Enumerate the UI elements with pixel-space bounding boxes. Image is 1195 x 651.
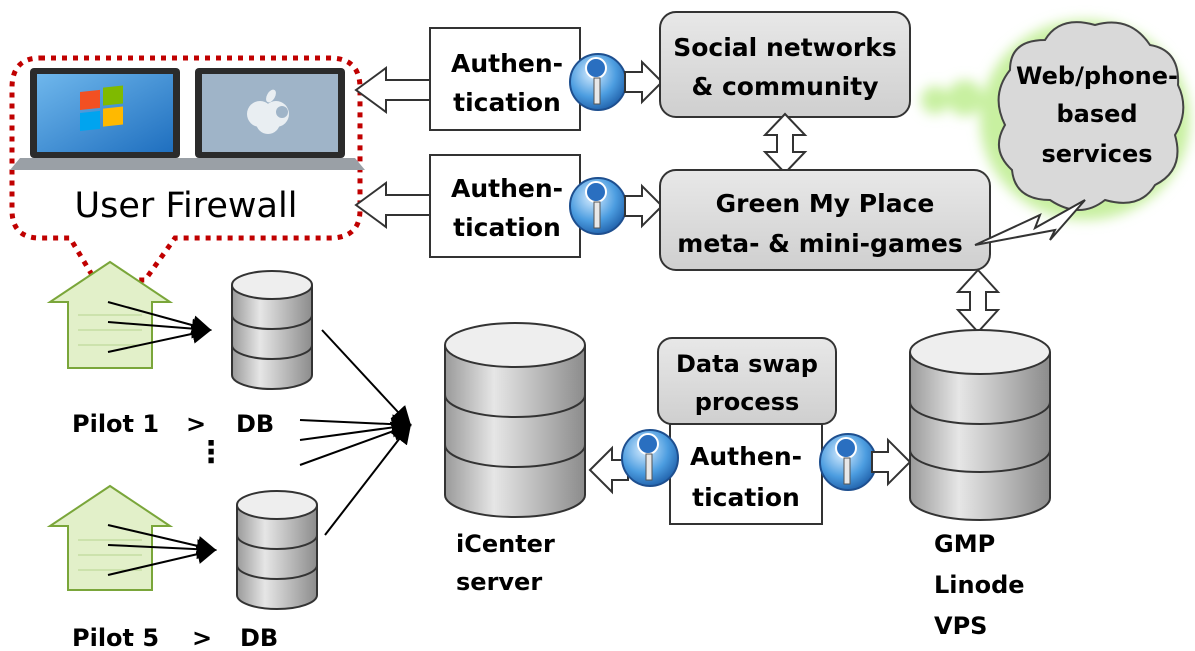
icenter-line1: iCenter xyxy=(456,530,555,558)
auth-top-line1: Authen- xyxy=(451,49,563,78)
auth-box-bottom: Authen- tication xyxy=(669,423,823,525)
auth-gmp-arrow xyxy=(624,183,664,229)
database-icon xyxy=(909,329,1051,521)
social-line1: Social networks xyxy=(673,33,897,62)
gmp-server-arrow xyxy=(955,268,1001,334)
lightning-icon xyxy=(974,199,1086,246)
icenter-line2: server xyxy=(456,568,542,596)
pilot-ellipsis: ⋮ xyxy=(196,435,226,470)
firewall-border xyxy=(9,55,363,283)
cloud-icon: Web/phone- based services xyxy=(921,20,1190,220)
gmp-games-box: Green My Place meta- & mini-games xyxy=(659,169,991,271)
key-lock-icon xyxy=(819,433,877,491)
auth-gmpserver-arrow xyxy=(871,437,912,487)
house-icon xyxy=(46,484,174,591)
pilot1-lines xyxy=(107,301,212,353)
gmp-games-line2: meta- & mini-games xyxy=(677,229,962,258)
pilot-to-icenter-lines xyxy=(299,329,412,536)
windows-laptop-icon xyxy=(10,68,200,170)
gmp-games-line1: Green My Place xyxy=(716,189,935,218)
cloud-line2: based xyxy=(1056,100,1137,128)
key-lock-icon xyxy=(621,429,679,487)
pilot1-arrow: > xyxy=(186,410,206,438)
social-networks-box: Social networks & community xyxy=(659,11,911,118)
auth-box-mid: Authen- tication xyxy=(429,154,581,258)
key-lock-icon xyxy=(569,53,627,111)
data-swap-box: Data swap process xyxy=(657,337,837,425)
pilot1-db: DB xyxy=(236,410,274,438)
pilot5-name: Pilot 5 xyxy=(72,624,159,651)
data-swap-line2: process xyxy=(695,388,800,416)
auth-mid-line1: Authen- xyxy=(451,174,563,203)
cloud-line3: services xyxy=(1041,140,1152,168)
auth-box-top: Authen- tication xyxy=(429,27,581,131)
database-icon xyxy=(444,322,586,518)
firewall-label: User Firewall xyxy=(75,186,298,226)
gmp-server-label: GMP Linode VPS xyxy=(934,530,1025,640)
user-firewall-group: User Firewall xyxy=(9,55,365,283)
data-swap-line1: Data swap xyxy=(676,350,818,378)
pilot1-name: Pilot 1 xyxy=(72,410,159,438)
social-gmp-arrow xyxy=(762,112,808,175)
auth-bottom-line1: Authen- xyxy=(690,442,802,471)
gmp-server-line3: VPS xyxy=(934,612,987,640)
auth-social-arrow xyxy=(624,59,664,105)
icenter-label: iCenter server xyxy=(456,530,555,596)
pilot5-db: DB xyxy=(240,624,278,651)
auth-bottom-line2: tication xyxy=(692,483,800,512)
gmp-server-line1: GMP xyxy=(934,530,995,558)
auth-mid-line2: tication xyxy=(453,213,561,242)
key-lock-icon xyxy=(569,177,627,235)
pilot5-arrow: > xyxy=(192,624,212,651)
auth-top-line2: tication xyxy=(453,88,561,117)
pilot5-lines xyxy=(107,524,217,576)
pilot5-label: Pilot 5 > DB xyxy=(72,624,278,651)
database-icon xyxy=(236,490,318,610)
gmp-server-line2: Linode xyxy=(934,571,1025,599)
apple-laptop-icon xyxy=(175,68,365,170)
pilot1-label: Pilot 1 > DB xyxy=(72,410,274,438)
cloud-line1: Web/phone- xyxy=(1016,62,1178,90)
social-line2: & community xyxy=(691,72,878,101)
database-icon xyxy=(231,270,313,390)
house-icon xyxy=(46,260,174,369)
